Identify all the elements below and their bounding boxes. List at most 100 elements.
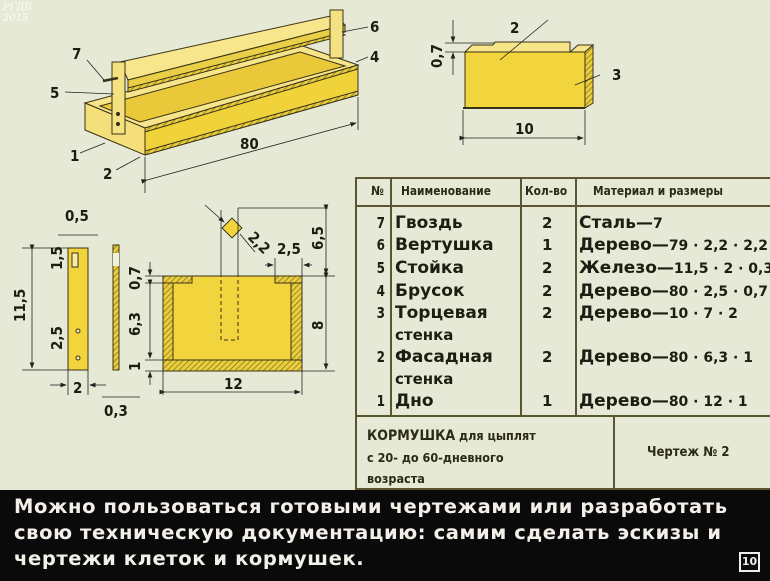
end-wall-dim-10: 10	[515, 120, 534, 138]
specification-table: № Наименование Кол-во Материал и размеры…	[355, 177, 770, 494]
cross-section-view	[162, 217, 303, 372]
caption-line-1: Можно пользоваться готовыми чертежами ил…	[14, 495, 728, 518]
drawing-number: Чертеж № 2	[647, 445, 730, 460]
section-dim-6-5: 6,5	[309, 226, 327, 250]
row-name: Брусок	[395, 281, 465, 301]
row-name-cont: стенка	[395, 326, 454, 344]
post-dim-1-5: 1,5	[48, 246, 66, 270]
material-name: Сталь	[579, 213, 637, 233]
end-wall-label-part-2: 2	[510, 19, 519, 37]
technical-drawing: 7 5 1 2 80 6 4 2 0,7 3 10 0,5	[11, 9, 621, 420]
row-material: Дерево—80 · 2,5 · 0,7	[579, 281, 769, 301]
caption-line-3: чертежи клеток и кормушек.	[14, 547, 365, 570]
isometric-leaders	[64, 26, 369, 193]
cross-section-dims	[145, 204, 335, 395]
label-part-2: 2	[103, 165, 112, 183]
row-name: Стойка	[395, 258, 464, 278]
row-no: 7	[376, 214, 385, 232]
material-name: Дерево	[579, 235, 652, 255]
table-header: № Наименование Кол-во Материал и размеры	[357, 179, 770, 207]
column-divider	[520, 179, 522, 417]
section-dim-2-5: 2,5	[277, 240, 301, 258]
post-dim-0-5: 0,5	[65, 207, 89, 225]
drawing-title: КОРМУШКА для цыплят с 20- до 60-дневного…	[367, 425, 536, 489]
end-wall-dim-0-7: 0,7	[428, 44, 446, 68]
watermark: РГДБ 2015	[3, 2, 32, 24]
label-part-6: 6	[370, 18, 379, 36]
row-name-cont: стенка	[395, 370, 454, 388]
section-dim-8: 8	[309, 321, 327, 330]
post-dims	[22, 234, 140, 398]
row-no: 5	[376, 259, 385, 277]
row-no: 1	[376, 392, 385, 410]
row-material: Дерево—10 · 7 · 2	[579, 303, 738, 323]
row-no: 6	[376, 236, 385, 254]
header-name: Наименование	[401, 183, 491, 198]
row-qty: 2	[542, 214, 553, 232]
caption-band: Можно пользоваться готовыми чертежами ил…	[0, 490, 770, 581]
end-wall-dims	[445, 19, 601, 145]
label-part-5: 5	[50, 84, 59, 102]
dimension-length-80: 80	[240, 135, 259, 153]
material-dims: 80 · 2,5 · 0,7	[668, 284, 769, 300]
material-name: Дерево	[579, 391, 652, 411]
post-view	[67, 244, 120, 371]
material-name: Дерево	[579, 347, 652, 367]
label-part-7: 7	[72, 45, 81, 63]
material-dims: 80 · 6,3 · 1	[668, 350, 753, 366]
row-material: Дерево—80 · 6,3 · 1	[579, 347, 753, 367]
drawing-title-main: КОРМУШКА	[367, 428, 456, 444]
material-name: Железо	[579, 258, 657, 278]
row-qty: 2	[542, 259, 553, 277]
material-dims: 79 · 2,2 · 2,2	[668, 238, 769, 254]
column-divider	[575, 179, 577, 417]
drawing-title-rest: для цыплят	[459, 428, 536, 443]
row-name: Торцевая	[395, 303, 488, 323]
row-qty: 2	[542, 282, 553, 300]
section-dim-6-3: 6,3	[126, 312, 144, 336]
end-wall-label-part-3: 3	[612, 66, 621, 84]
row-qty: 1	[542, 236, 553, 254]
label-part-1: 1	[70, 147, 79, 165]
row-no: 4	[376, 282, 385, 300]
material-name: Дерево	[579, 281, 652, 301]
section-dim-1: 1	[126, 362, 144, 371]
row-no: 3	[376, 304, 385, 322]
caption-line-2: свою техническую документацию: самим сде…	[14, 521, 722, 544]
drawing-title-line2: с 20- до 60-дневного	[367, 450, 504, 465]
material-dims: 10 · 7 · 2	[668, 306, 738, 322]
header-no: №	[371, 183, 384, 198]
row-qty: 2	[542, 304, 553, 322]
post-dim-2-5: 2,5	[48, 326, 66, 350]
section-dim-2-2: 2,2	[244, 228, 274, 258]
title-block: КОРМУШКА для цыплят с 20- до 60-дневного…	[357, 415, 770, 494]
row-material: Железо—11,5 · 2 · 0,3	[579, 257, 770, 280]
material-dims: 80 · 12 · 1	[668, 394, 748, 410]
row-qty: 1	[542, 392, 553, 410]
row-material: Сталь—7	[579, 213, 663, 233]
watermark-line2: 2015	[3, 13, 29, 24]
row-name: Вертушка	[395, 235, 494, 255]
section-dim-12: 12	[224, 375, 243, 393]
end-wall-view	[463, 41, 595, 109]
row-name: Дно	[395, 391, 434, 411]
material-dims: 11,5 · 2 · 0,3	[673, 261, 770, 277]
row-material: Дерево—80 · 12 · 1	[579, 391, 748, 411]
title-block-divider	[613, 417, 615, 494]
frame-number: 10	[739, 552, 760, 572]
row-qty: 2	[542, 348, 553, 366]
row-material: Дерево—79 · 2,2 · 2,2	[579, 235, 769, 255]
post-dim-11-5: 11,5	[11, 289, 29, 322]
header-qty: Кол-во	[525, 183, 568, 198]
row-name: Гвоздь	[395, 213, 463, 233]
column-divider	[390, 179, 392, 417]
header-material: Материал и размеры	[593, 183, 724, 198]
material-name: Дерево	[579, 303, 652, 323]
post-dim-2: 2	[73, 379, 82, 397]
label-part-4: 4	[370, 48, 379, 66]
watermark-line1: РГДБ	[3, 2, 32, 13]
drawing-title-line3: возраста	[367, 471, 425, 486]
row-no: 2	[376, 348, 385, 366]
material-dims: 7	[653, 216, 663, 232]
row-name: Фасадная	[395, 347, 493, 367]
